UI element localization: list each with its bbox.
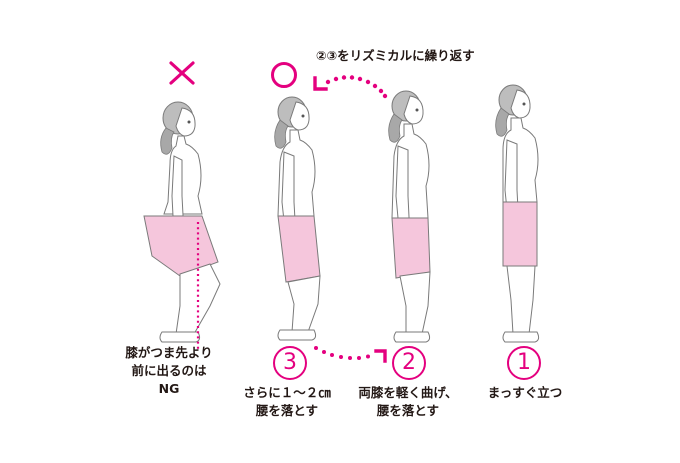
caption-line: 前に出るのは <box>131 363 207 378</box>
figure-step1-standing <box>495 84 540 343</box>
caption-line: NG <box>158 381 180 396</box>
caption-step1: まっすぐ立つ <box>470 384 580 402</box>
ng-guide-dotted-line <box>196 222 200 352</box>
ok-circle-icon <box>271 62 297 88</box>
repeat-instruction: ②③をリズミカルに繰り返す <box>316 48 475 63</box>
caption-line: さらに１～２㎝ <box>243 385 331 400</box>
figure-step3-lower <box>274 96 321 341</box>
caption-line: 腰を落とす <box>376 403 440 418</box>
ng-cross-icon <box>169 61 195 85</box>
caption-line: 両膝を軽く曲げ、 <box>358 385 458 400</box>
caption-step3: さらに１～２㎝ 腰を落とす <box>232 384 342 420</box>
caption-step2: 両膝を軽く曲げ、 腰を落とす <box>350 384 466 420</box>
caption-line: まっすぐ立つ <box>487 385 563 400</box>
repeat-arrow-bottom-icon <box>314 346 387 363</box>
caption-line: 腰を落とす <box>255 403 319 418</box>
caption-ng: 膝がつま先より 前に出るのは NG <box>104 344 234 398</box>
step-number-1: 1 <box>507 346 541 380</box>
repeat-arrow-top-icon <box>313 75 388 99</box>
step-number-3: 3 <box>273 346 307 380</box>
figure-ng-knees-forward <box>143 101 221 343</box>
figure-step2-bent-knees <box>388 90 431 343</box>
step-number-2: 2 <box>392 346 426 380</box>
caption-line: 膝がつま先より <box>125 345 213 360</box>
